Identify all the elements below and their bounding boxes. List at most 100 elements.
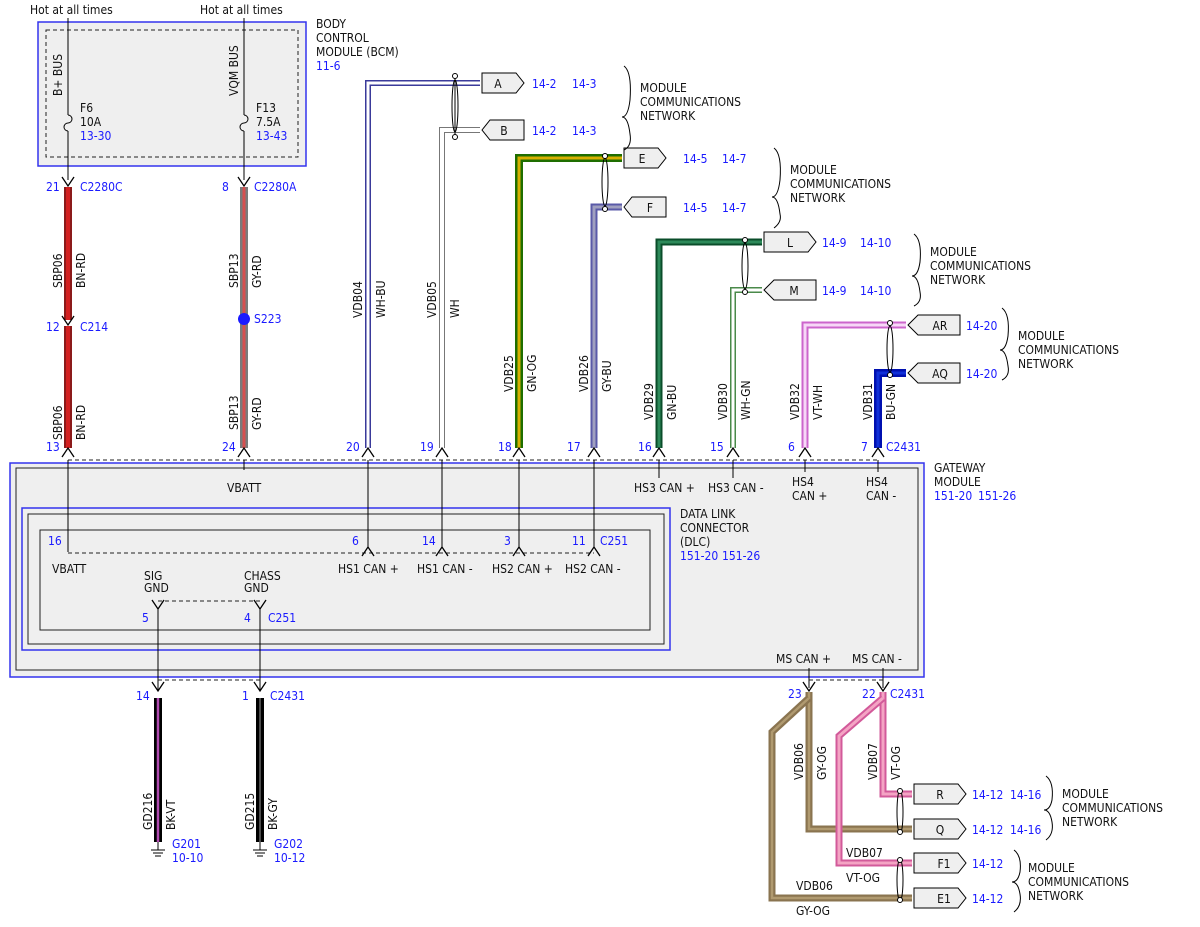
network-label-1c: NETWORK: [640, 109, 696, 123]
connector-c214-arrow: [61, 315, 75, 327]
gnd-conn-c2431: C2431: [270, 689, 305, 703]
dlc-sig-gnd-2: GND: [144, 581, 169, 595]
c2280c-pin: 21: [46, 180, 60, 194]
gd216-circuit: GD216: [141, 793, 155, 830]
sbp06-circuit-upper: SBP06: [51, 253, 65, 288]
flag-f[interactable]: F 14-5 14-7: [623, 196, 747, 218]
vdb31-color: BU-GN: [884, 384, 898, 420]
network-label-1a: MODULE: [640, 81, 687, 95]
flag-a-label: A: [494, 77, 502, 91]
network-label-5a: MODULE: [1062, 787, 1109, 801]
ground-g202-icon: [253, 842, 267, 857]
flag-q-ref1: 14-12: [972, 823, 1003, 837]
network-label-3c: NETWORK: [930, 273, 986, 287]
flag-m[interactable]: M 14-9 14-10: [763, 279, 891, 301]
flag-l[interactable]: L 14-9 14-10: [763, 231, 891, 253]
fuse-f13-rating: 7.5A: [256, 115, 281, 129]
flag-f1[interactable]: F1 14-12: [913, 852, 1003, 874]
gw-hs4p-2: CAN +: [792, 489, 827, 503]
sbp13-color-upper: GY-RD: [250, 255, 264, 288]
vdb07-circuit-h: VDB07: [846, 846, 883, 860]
twist-lm: [741, 237, 749, 295]
flag-aq-label: AQ: [932, 367, 948, 381]
flag-e-label: E: [639, 152, 646, 166]
network-bracket-6: MODULE COMMUNICATIONS NETWORK: [1011, 849, 1129, 913]
flag-ar[interactable]: AR 14-20: [907, 314, 997, 336]
flag-a[interactable]: A 14-2 14-3: [481, 72, 597, 94]
flag-e1[interactable]: E1 14-12: [913, 887, 1003, 909]
fuse-f6-symbol: [63, 114, 73, 132]
hot-label-right: Hot at all times: [200, 3, 283, 17]
flag-aq[interactable]: AQ 14-20: [907, 362, 997, 384]
flag-b-ref2: 14-3: [572, 124, 597, 138]
network-label-4a: MODULE: [1018, 329, 1065, 343]
fuse-f6-name: F6: [80, 101, 93, 115]
vdb06-circuit-h: VDB06: [796, 879, 833, 893]
flag-b[interactable]: B 14-2 14-3: [481, 119, 597, 141]
gw-pin-18: 18: [498, 440, 512, 454]
ms-pin-arrows: [802, 681, 890, 693]
bcm-title-1: BODY: [316, 17, 346, 31]
vdb05-circuit: VDB05: [425, 281, 439, 318]
dlc-label-hs1m: HS1 CAN -: [417, 562, 473, 576]
twist-rq: [896, 788, 904, 835]
network-label-5c: NETWORK: [1062, 815, 1118, 829]
vdb30-color: WH-GN: [739, 380, 753, 420]
flag-q[interactable]: Q 14-12 14-16: [913, 818, 1041, 840]
flag-ar-ref1: 14-20: [966, 319, 997, 333]
flag-m-ref2: 14-10: [860, 284, 891, 298]
bus-left-label: B+ BUS: [51, 54, 65, 96]
gw-vbatt: VBATT: [227, 481, 262, 495]
dlc-conn-c251: C251: [600, 534, 628, 548]
dlc-label-hs1p: HS1 CAN +: [338, 562, 399, 576]
dlc-sig-gnd-1: SIG: [144, 569, 162, 583]
bcm-ref: 11-6: [316, 59, 341, 73]
ms-pin-23: 23: [788, 687, 802, 701]
vdb06-circuit-v: VDB06: [792, 743, 806, 780]
network-label-3b: COMMUNICATIONS: [930, 259, 1031, 273]
network-label-2b: COMMUNICATIONS: [790, 177, 891, 191]
c214-pin: 12: [46, 320, 60, 334]
dlc-label-hs2p: HS2 CAN +: [492, 562, 553, 576]
dlc-gnd-conn: C251: [268, 611, 296, 625]
dlc-chass-gnd-1: CHASS: [244, 569, 281, 583]
flag-f1-ref1: 14-12: [972, 857, 1003, 871]
network-label-6b: COMMUNICATIONS: [1028, 875, 1129, 889]
flag-e-ref1: 14-5: [683, 152, 708, 166]
flag-f1-label: F1: [937, 857, 950, 871]
vdb06-color-v: GY-OG: [815, 746, 829, 780]
flag-l-ref1: 14-9: [822, 236, 847, 250]
gd216-color: BK-VT: [164, 799, 178, 830]
flag-e[interactable]: E 14-5 14-7: [623, 147, 747, 169]
sbp06-color-upper: BN-RD: [74, 253, 88, 288]
gw-hs3m: HS3 CAN -: [708, 481, 764, 495]
flag-r[interactable]: R 14-12 14-16: [913, 783, 1041, 805]
bcm-title-3: MODULE (BCM): [316, 45, 399, 59]
twist-ar-aq: [886, 320, 894, 378]
wire-vdb30: [730, 287, 762, 448]
connector-c2280a-arrow: [237, 176, 251, 188]
flag-a-ref2: 14-3: [572, 77, 597, 91]
flag-f-ref1: 14-5: [683, 201, 708, 215]
g202-label: G202: [274, 837, 303, 851]
vdb07-color-h: VT-OG: [846, 871, 880, 885]
ms-pin-22: 22: [862, 687, 876, 701]
fuse-f6-rating: 10A: [80, 115, 102, 129]
gw-hs3p: HS3 CAN +: [634, 481, 695, 495]
gateway-pin-arrows: [61, 446, 885, 458]
gd215-circuit: GD215: [243, 793, 257, 830]
flag-r-label: R: [936, 788, 944, 802]
network-label-3a: MODULE: [930, 245, 977, 259]
network-bracket-4: MODULE COMMUNICATIONS NETWORK: [999, 307, 1119, 381]
sbp13-circuit-lower: SBP13: [227, 395, 241, 430]
dlc-gnd-pin-5: 5: [142, 611, 149, 625]
bcm-title-2: CONTROL: [316, 31, 369, 45]
ms-conn-c2431: C2431: [890, 687, 925, 701]
flag-f-ref2: 14-7: [722, 201, 747, 215]
twist-f1e1: [896, 857, 904, 903]
dlc-ref-2: 151-26: [722, 549, 760, 563]
network-label-2c: NETWORK: [790, 191, 846, 205]
flag-e1-label: E1: [937, 892, 951, 906]
splice-s223-label: S223: [254, 312, 281, 326]
gateway-ref-2: 151-26: [978, 489, 1016, 503]
